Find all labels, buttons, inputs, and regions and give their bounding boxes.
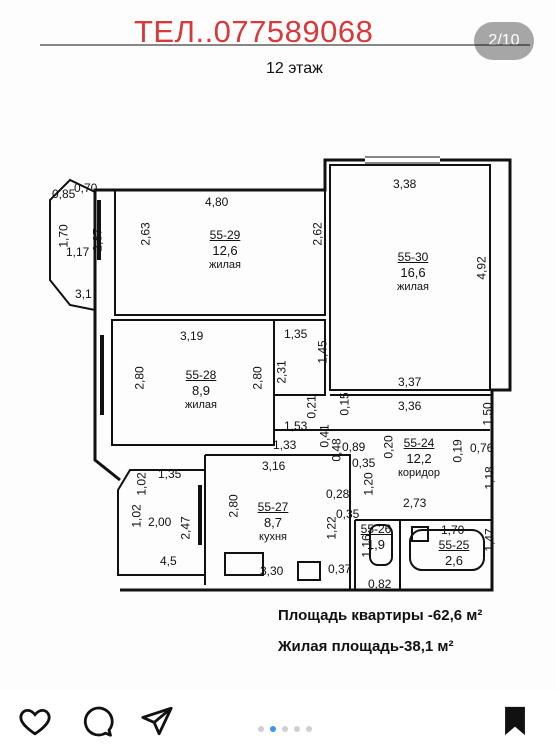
dimension-label: 2,00 bbox=[148, 515, 172, 529]
dimension-label: 1,35 bbox=[158, 467, 182, 481]
action-bar bbox=[0, 690, 556, 750]
post-image[interactable]: ТЕЛ..077589068 2/10 12 этаж bbox=[0, 0, 556, 690]
dimension-label: 4,92 bbox=[474, 256, 489, 280]
dimension-label: 0,85 bbox=[52, 187, 76, 201]
dimension-label: 0,48 bbox=[329, 438, 344, 462]
floor-label: 12 этаж bbox=[266, 60, 323, 77]
dimension-label: 3,30 bbox=[260, 564, 284, 578]
dimension-label: 2,62 bbox=[310, 222, 325, 246]
dimension-label: 0,21 bbox=[304, 395, 319, 419]
dimension-label: 0,76 bbox=[470, 441, 494, 455]
floor-plan-drawing bbox=[40, 44, 530, 592]
dimension-label: 1,50 bbox=[480, 402, 495, 426]
dimension-label: 1,53 bbox=[284, 419, 308, 433]
dimension-label: 2,87 bbox=[90, 228, 105, 252]
dimension-label: 0,82 bbox=[368, 577, 392, 591]
carousel-dot bbox=[270, 726, 276, 732]
carousel-dot bbox=[294, 726, 300, 732]
dimension-label: 1,16 bbox=[359, 534, 374, 558]
dimension-label: 0,70 bbox=[74, 181, 98, 195]
carousel-dot bbox=[282, 726, 288, 732]
comment-icon[interactable] bbox=[80, 704, 114, 738]
dimension-label: 0,15 bbox=[337, 392, 352, 416]
dimension-label: 2,47 bbox=[178, 516, 193, 540]
dimension-label: 0,20 bbox=[381, 435, 396, 459]
dimension-label: 3,37 bbox=[398, 375, 422, 389]
dimension-label: 3,16 bbox=[262, 459, 286, 473]
total-area-text: Площадь квартиры -62,6 м² bbox=[278, 607, 483, 624]
dimension-label: 0,19 bbox=[450, 439, 465, 463]
send-icon[interactable] bbox=[140, 704, 174, 738]
dimension-label: 1,22 bbox=[324, 516, 339, 540]
dimension-label: 0,35 bbox=[336, 507, 360, 521]
dimension-label: 0,89 bbox=[342, 440, 366, 454]
dimension-label: 3,19 bbox=[180, 329, 204, 343]
dimension-label: 2,80 bbox=[132, 366, 147, 390]
dimension-label: 2,31 bbox=[274, 360, 289, 384]
image-counter-badge: 2/10 bbox=[474, 22, 534, 60]
heart-icon[interactable] bbox=[18, 704, 52, 738]
dimension-label: 1,17 bbox=[66, 245, 90, 259]
dimension-label: 0,28 bbox=[326, 487, 350, 501]
phone-number-text: ТЕЛ..077589068 bbox=[134, 14, 374, 49]
dimension-label: 2,73 bbox=[403, 496, 427, 510]
dimension-label: 2,80 bbox=[250, 366, 265, 390]
dimension-label: 2,80 bbox=[226, 494, 241, 518]
dimension-label: 1,33 bbox=[273, 438, 297, 452]
dimension-label: 0,35 bbox=[352, 456, 376, 470]
dimension-label: 3,1 bbox=[75, 287, 92, 301]
bookmark-icon[interactable] bbox=[498, 704, 532, 738]
dimension-label: 1,20 bbox=[361, 472, 376, 496]
dimension-label: 1,70 bbox=[441, 523, 465, 537]
dimension-label: 2,63 bbox=[138, 222, 153, 246]
dimension-label: 1,45 bbox=[315, 340, 330, 364]
dimension-label: 0,37 bbox=[328, 562, 352, 576]
dimension-label: 1,35 bbox=[284, 327, 308, 341]
carousel-dot bbox=[306, 726, 312, 732]
dimension-label: 3,38 bbox=[393, 177, 417, 191]
dimension-label: 4,80 bbox=[205, 195, 229, 209]
dimension-label: 4,5 bbox=[160, 554, 177, 568]
dimension-label: 1,18 bbox=[482, 466, 497, 490]
dimension-label: 1,02 bbox=[134, 472, 149, 496]
carousel-dot bbox=[258, 726, 264, 732]
dimension-label: 1,47 bbox=[482, 528, 497, 552]
dimension-label: 3,36 bbox=[398, 399, 422, 413]
living-area-text: Жилая площадь-38,1 м² bbox=[278, 638, 454, 655]
dimension-label: 1,02 bbox=[129, 504, 144, 528]
